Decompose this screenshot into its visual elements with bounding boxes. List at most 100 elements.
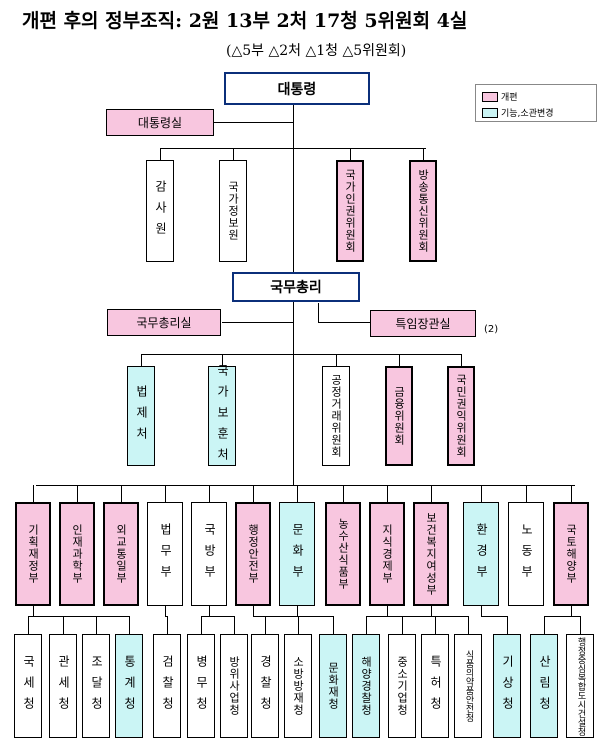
legend-item-changed: 기능,소관변경 — [482, 106, 554, 119]
ministries-label: 행정안전부 — [246, 524, 260, 584]
agencies-box: 병무청 — [187, 634, 215, 738]
ministries-label: 국토해양부 — [564, 524, 578, 584]
connector-line — [526, 485, 527, 502]
connector-line — [423, 148, 424, 160]
agencies-box: 방위사업청 — [220, 634, 248, 738]
connector-line — [435, 616, 436, 634]
ministries-label: 국방부 — [202, 522, 217, 586]
ministries-box: 인재과학부 — [59, 502, 95, 606]
connector-line — [222, 322, 294, 323]
connector-line — [544, 616, 545, 634]
connector-line — [129, 616, 130, 634]
agencies-label: 산림청 — [537, 654, 552, 718]
connector-line — [77, 485, 78, 502]
ministries-box: 국토해양부 — [553, 502, 589, 606]
ministries-label: 농수산식품부 — [336, 518, 350, 590]
agencies-box: 조달청 — [82, 634, 110, 738]
agencies-box: 통계청 — [115, 634, 143, 738]
connector-line — [481, 616, 508, 617]
connector-line — [28, 616, 130, 617]
connector-line — [201, 616, 235, 617]
agencies-label: 통계청 — [122, 654, 137, 718]
agencies-box: 소방방재청 — [284, 634, 312, 738]
pm_agencies-label: 공정거래위원회 — [329, 374, 343, 458]
connector-line — [468, 616, 469, 634]
presidential_agencies-box: 감사원 — [146, 160, 174, 262]
ministries-box: 농수산식품부 — [325, 502, 361, 606]
agencies-box: 중소기업청 — [388, 634, 416, 738]
connector-line — [387, 485, 388, 502]
connector-line — [580, 616, 581, 634]
ministries-label: 문화부 — [290, 522, 305, 586]
connector-line — [201, 616, 202, 634]
connector-line — [431, 606, 432, 616]
agencies-box: 경찰청 — [251, 634, 279, 738]
connector-line — [293, 302, 294, 486]
agencies-label: 조달청 — [89, 654, 104, 718]
ministries-box: 문화부 — [279, 502, 315, 606]
connector-line — [209, 485, 210, 502]
connector-line — [350, 148, 351, 160]
legend-label: 개편 — [501, 93, 518, 103]
agencies-label: 방위사업청 — [227, 656, 241, 716]
connector-line — [253, 606, 254, 616]
connector-line — [333, 616, 334, 634]
agencies-box: 해양경찰청 — [352, 634, 380, 738]
connector-line — [571, 606, 572, 616]
connector-line — [481, 606, 482, 616]
ministries-box: 법무부 — [147, 502, 183, 606]
presidential_agencies-label: 국가정보원 — [226, 181, 240, 241]
agencies-label: 중소기업청 — [395, 656, 409, 716]
connector-line — [481, 485, 482, 502]
legend-item-reformed: 개편 — [482, 90, 518, 103]
legend-label: 기능,소관변경 — [501, 109, 554, 119]
connector-line — [167, 616, 168, 634]
connector-line — [160, 148, 161, 160]
agencies-label: 관세청 — [56, 654, 71, 718]
presidential_agencies-box: 국가정보원 — [219, 160, 247, 262]
connector-line — [431, 616, 469, 617]
agencies-box: 문화재청 — [319, 634, 347, 738]
agencies-label: 기상청 — [500, 654, 515, 718]
connector-line — [209, 606, 210, 616]
agencies-box: 검찰청 — [153, 634, 181, 738]
ministries-label: 기획재정부 — [26, 524, 40, 584]
agencies-label: 국세청 — [21, 654, 36, 718]
ministries-label: 노동부 — [519, 522, 534, 586]
president-office-box: 대통령실 — [106, 109, 214, 136]
ministries-box: 행정안전부 — [235, 502, 271, 606]
ministries-box: 외교통일부 — [103, 502, 139, 606]
connector-line — [265, 616, 266, 634]
connector-line — [431, 485, 432, 502]
connector-line — [165, 616, 168, 617]
connector-line — [233, 148, 234, 160]
ministries-label: 지식경제부 — [380, 524, 394, 584]
connector-line — [387, 606, 388, 616]
connector-line — [297, 606, 298, 616]
pm_agencies-box: 국가보훈처 — [208, 364, 236, 469]
presidential_agencies-label: 방송통신위원회 — [416, 169, 430, 253]
pm_agencies-box: 국민권익위원회 — [447, 366, 475, 466]
ministries-box: 보건복지여성부 — [413, 502, 449, 606]
connector-line — [571, 485, 572, 502]
connector-line — [366, 616, 436, 617]
connector-line — [36, 485, 575, 486]
connector-line — [63, 616, 64, 634]
connector-line — [28, 616, 29, 634]
pm_agencies-label: 국민권익위원회 — [454, 374, 468, 458]
prime-minister-box: 국무총리 — [232, 272, 360, 302]
ministries-box: 기획재정부 — [15, 502, 51, 606]
agencies-box: 산림청 — [530, 634, 558, 738]
president-box: 대통령 — [224, 72, 370, 105]
agencies-label: 소방방재청 — [291, 656, 305, 716]
agencies-label: 식품의약품안전청 — [463, 650, 474, 722]
legend: 개편 기능,소관변경 — [475, 84, 597, 122]
agencies-label: 해양경찰청 — [359, 656, 373, 716]
agencies-label: 행정중심복합도시건설청 — [575, 636, 586, 736]
pm_agencies-label: 금융위원회 — [392, 386, 406, 446]
connector-line — [366, 616, 367, 634]
legend-swatch-cyan — [482, 107, 498, 118]
connector-line — [222, 354, 223, 366]
connector-line — [297, 616, 334, 617]
connector-line — [298, 616, 299, 634]
